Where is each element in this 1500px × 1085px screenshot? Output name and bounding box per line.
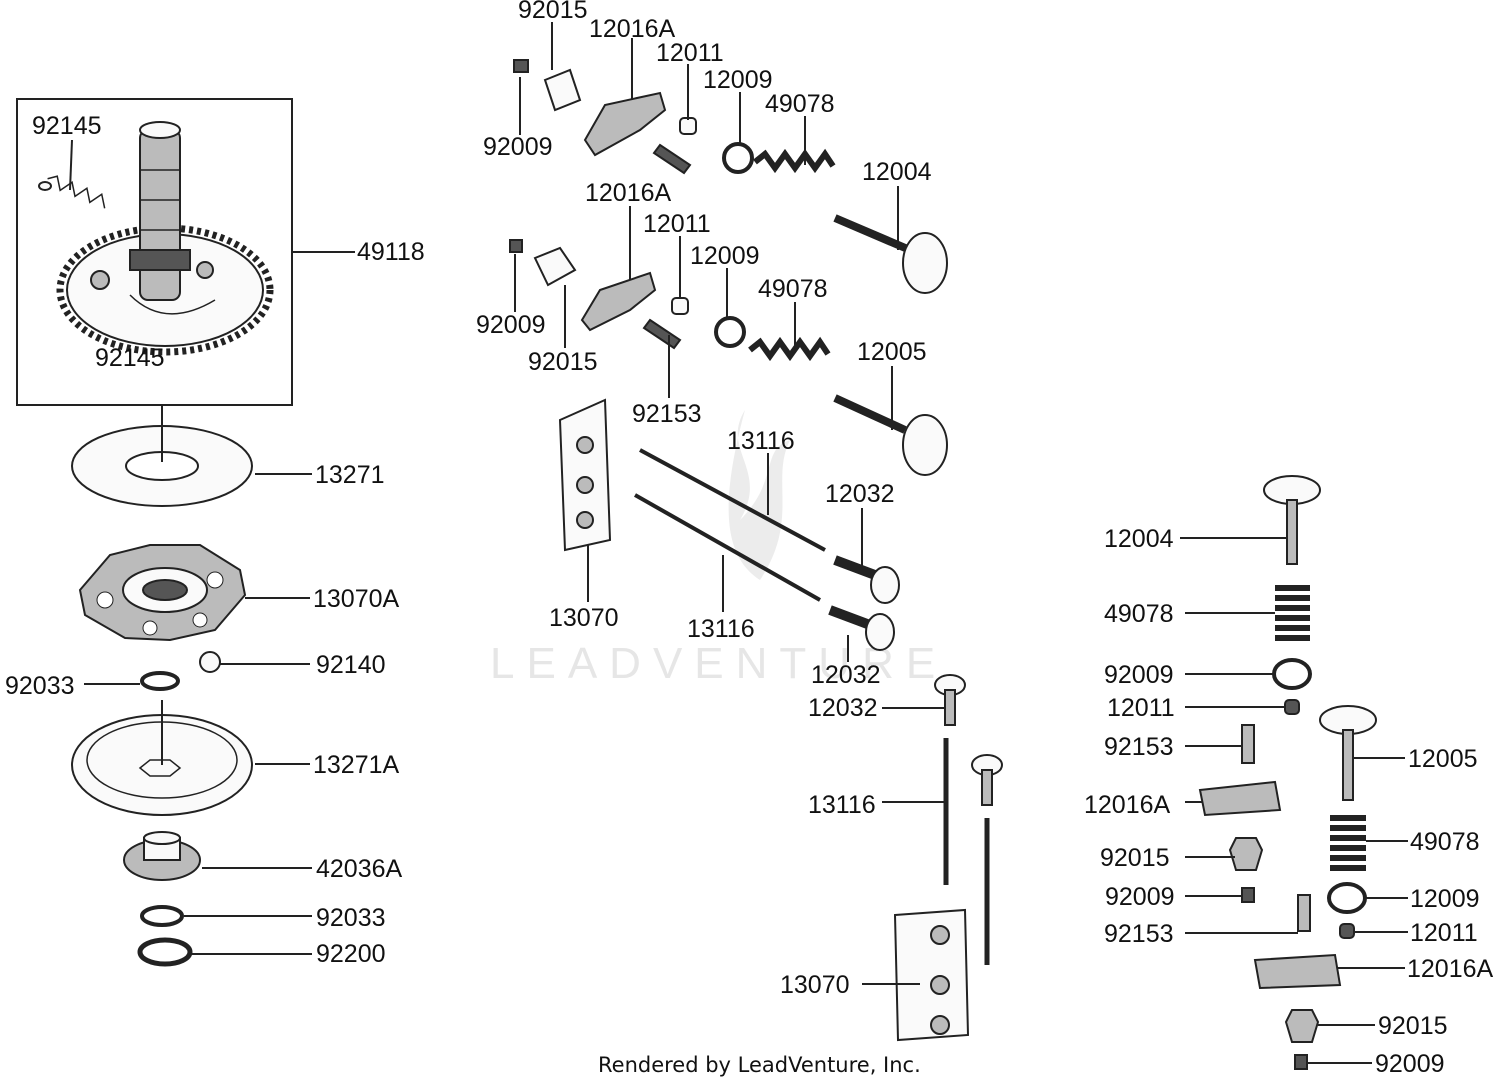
lower-rocker-assembly [509,239,948,476]
callout-label: 12032 [811,661,881,689]
callout-label: 13070A [313,585,400,613]
callout-label: 49078 [758,275,828,303]
rocker-12016A-right [1198,780,1282,817]
callout-label: 92153 [1104,920,1174,948]
spring-49078 [753,148,836,174]
valve-head-12004 [902,232,948,294]
callout-label: 92009 [1105,883,1175,911]
callout-label: 13116 [687,615,755,643]
callout-label: 12032 [825,480,895,508]
callout-label: 13116 [727,427,795,455]
tappet-12032 [870,566,900,604]
callout-label: 92009 [476,311,546,339]
callout-label: 49078 [1410,828,1480,856]
callout-label: 92009 [1104,661,1174,689]
cam-gear-teeth [56,224,274,356]
leader-lines [69,22,1408,1064]
callout-label: 13070 [549,604,619,632]
valve-stem-12005 [833,394,907,434]
right-valve-stack-a [1198,475,1321,903]
callout-label: 92200 [316,940,386,968]
watermark: LEADVENTURE [490,410,947,688]
callout-label: 92015 [518,0,588,24]
callout-label: 12016A [1407,955,1494,983]
footer-credit: Rendered by LeadVenture, Inc. [598,1053,921,1077]
callout-label: 12009 [690,242,760,270]
callout-label: 12016A [589,15,676,43]
watermark-text: LEADVENTURE [490,639,947,688]
callout-label: 92015 [1378,1012,1448,1040]
ring-92033 [140,671,180,691]
callout-label: 12004 [1104,525,1174,553]
guide-plate-13070 [558,398,612,552]
callout-label: 92145 [95,344,165,372]
callout-label: 12011 [1107,694,1175,722]
callout-label: 12032 [808,694,878,722]
callout-label: 12011 [1410,919,1478,947]
tappet-12032-b [865,613,895,651]
rocker-arm-12016A-lower [580,271,657,332]
pivot-92015 [1228,837,1264,871]
washer-92200 [137,937,193,967]
right-valve-stack-b [1253,705,1377,1070]
callout-label: 12009 [1410,885,1480,913]
spring-49078-right [1275,585,1310,641]
callout-label: 12005 [857,338,927,366]
callout-label: 92153 [632,400,702,428]
callout-label: 13116 [808,791,876,819]
camshaft-assembly [16,98,293,406]
callout-label: 12004 [862,158,932,186]
callout-label: 92145 [32,112,102,140]
camshaft [139,129,181,301]
push-rod-13116-b [634,493,821,602]
spring-92145 [47,175,106,209]
callout-label: 12011 [643,210,711,238]
adjuster-92153 [1241,724,1255,764]
callout-label: 92033 [5,672,75,700]
ball-92140 [199,651,221,673]
callout-labels: 92145 49118 92145 13271 13070A 92033 921… [5,0,1494,1078]
upper-rocker-assembly [513,59,948,294]
guide-plate-13070-lower [893,908,970,1042]
callout-label: 92015 [528,348,598,376]
callout-label: 13271A [313,751,400,779]
callout-label: 12009 [703,66,773,94]
callout-label: 12016A [585,179,672,207]
rocker-arm-12016A [583,91,667,157]
callout-label: 12016A [1084,791,1171,819]
callout-label: 49078 [1104,600,1174,628]
ring-92033-lower [140,905,184,927]
retainer-92009-right [1272,658,1312,690]
callout-label: 92009 [483,133,553,161]
callout-label: 92009 [1375,1050,1445,1078]
callout-label: 92033 [316,904,386,932]
push-rods-and-guide [558,398,900,651]
callout-label: 12005 [1408,745,1478,773]
callout-label: 92015 [1100,844,1170,872]
governor-stack [71,425,253,967]
callout-label: 13070 [780,971,850,999]
callout-label: 42036A [316,855,403,883]
push-rod-13116 [639,448,826,552]
callout-label: 92140 [316,651,386,679]
callout-label: 13271 [315,461,385,489]
callout-label: 92153 [1104,733,1174,761]
vertical-pushrod-set [893,674,1003,1042]
callout-label: 12011 [656,39,724,67]
valve-head-12005 [902,414,948,476]
callout-label: 49078 [765,90,835,118]
callout-label: 49118 [357,238,425,266]
